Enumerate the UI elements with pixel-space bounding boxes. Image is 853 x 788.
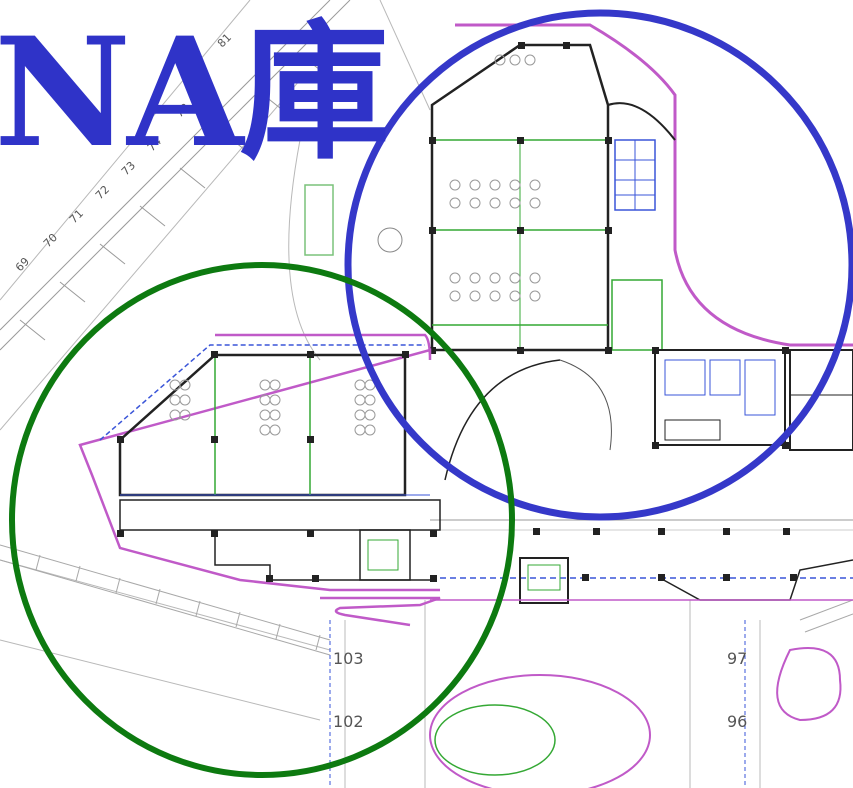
- upper-building: [429, 42, 676, 354]
- lower-features: [329, 620, 842, 788]
- parking-number: 71: [67, 207, 86, 226]
- blue-highlight-circle: [344, 9, 853, 521]
- parking-stalls-lower: [0, 544, 331, 656]
- small-round-feature: [377, 227, 403, 253]
- slide-title: NA庫: [0, 5, 389, 181]
- upper-building-outline: [455, 23, 853, 347]
- bottom-corridor: [430, 557, 853, 604]
- parking-stalls-upper: [0, 0, 351, 351]
- left-building: [78, 333, 441, 627]
- parking-number: 72: [93, 183, 112, 202]
- upper-small-block: [304, 184, 334, 256]
- central-hall: [430, 359, 853, 535]
- right-annex: [652, 347, 853, 451]
- parking-number: 69: [13, 255, 32, 274]
- column-label: 103: [333, 649, 364, 668]
- column-label: 96: [727, 712, 747, 731]
- parking-stalls-right: [799, 599, 853, 633]
- column-label: 97: [727, 649, 747, 668]
- green-highlight-circle: [9, 262, 515, 778]
- column-label: 102: [333, 712, 364, 731]
- column-label-group: 103 102 97 96: [333, 649, 747, 731]
